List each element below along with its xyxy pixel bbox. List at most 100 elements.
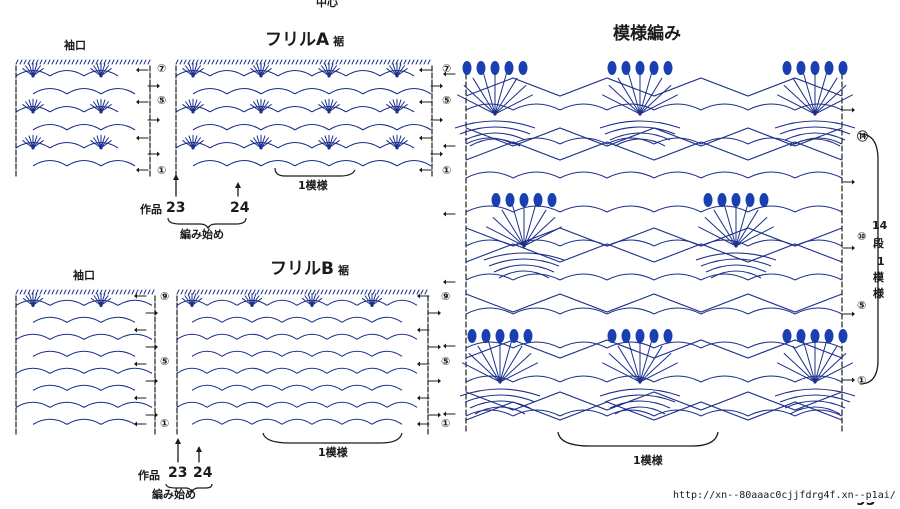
frill-b-main-arrow-head [438, 378, 441, 384]
fan-stitch [256, 135, 262, 149]
fan-stitch [639, 85, 672, 115]
frill-a-main-picot [387, 59, 391, 65]
frill-a-main-picot [295, 59, 299, 65]
pattern-wave-row [465, 391, 843, 411]
pattern-wave-row [465, 77, 843, 97]
fan-stitch [182, 68, 194, 77]
frill-a-main-net-arc [294, 123, 330, 131]
pattern-net-arc [512, 239, 561, 247]
fan-stitch [181, 297, 193, 306]
pattern-net-arc [512, 307, 561, 315]
frill-b-cuff-picot [67, 289, 71, 295]
frill-a-main-net-arc [192, 123, 228, 131]
frill-a-main-picot [403, 59, 407, 65]
frill-a-main-picot [191, 59, 195, 65]
pattern-net-arc [653, 171, 702, 179]
frill-b-main-net-arc [356, 333, 388, 340]
frill-a-main-net-arc [192, 87, 228, 95]
pattern-net-arc [747, 205, 796, 213]
fan-stitch [396, 137, 405, 149]
frill-b-main-picot [368, 289, 372, 295]
fan-stitch [187, 293, 193, 306]
fan-base-dot [191, 110, 195, 114]
frill-b-main-net-arc [326, 299, 358, 306]
frill-b-cuff-picot [103, 289, 107, 295]
fan-stitch [253, 137, 262, 149]
frill-b-main-picot [308, 289, 312, 295]
frill-a-start-24: 24 [230, 200, 250, 216]
frill-b-main-net-arc [281, 418, 313, 425]
frill-a-main-picot [199, 59, 203, 65]
fan-stitch [184, 295, 193, 306]
pattern-net-arc [794, 137, 843, 145]
fan-stitch [25, 295, 34, 306]
fan-stitch [361, 297, 373, 306]
pattern-shell-arc [779, 126, 851, 135]
fan-stitch [389, 137, 398, 149]
frill-a-main-picot [367, 59, 371, 65]
fan-stitch [32, 297, 44, 306]
frill-a-main-picot [183, 59, 187, 65]
frill-a-cuff-picot [47, 59, 51, 65]
frill-b-main-net-arc [296, 333, 328, 340]
frill-b-cuff-net-arc [15, 367, 51, 374]
popcorn-stitch [635, 329, 645, 343]
fan-stitch [386, 140, 398, 149]
fan-stitch [321, 65, 330, 77]
pattern-wave-row [465, 141, 843, 161]
frill-b-cuff-net-arc [117, 299, 153, 306]
fan-stitch [523, 226, 562, 247]
frill-b-row-9-right: ⑨ [441, 290, 451, 303]
frill-a-cuff-picot [59, 59, 63, 65]
frill-a-cuff-net-arc [49, 105, 85, 113]
pattern-shell-arc [700, 258, 772, 267]
popcorn-stitch [462, 61, 472, 75]
frill-b-main-picot [276, 289, 280, 295]
frill-b-cuff-picot [115, 289, 119, 295]
frill-b-main-net-arc [311, 316, 343, 323]
pattern-net-arc [606, 171, 655, 179]
pattern-side-14: 14 [872, 219, 888, 232]
frill-a-main-picot [343, 59, 347, 65]
frill-b-cuff-label: 袖口 [73, 269, 95, 282]
frill-b-cuff-net-arc [32, 350, 68, 357]
frill-b-main-picot [232, 289, 236, 295]
fan-stitch [251, 297, 263, 306]
fan-base-dot [395, 110, 399, 114]
frill-b-cuff-net-arc [32, 316, 68, 323]
pattern-net-arc [747, 273, 796, 281]
fan-base-dot [395, 74, 399, 78]
fan-stitch [803, 341, 816, 383]
fan-stitch [396, 101, 405, 113]
frill-b-cuff-picot [111, 289, 115, 295]
frill-a-main-picot [211, 59, 215, 65]
fan-base-dot [813, 112, 817, 116]
frill-a-main-picot [275, 59, 279, 65]
fan-stitch [260, 101, 269, 113]
fan-stitch [523, 217, 556, 247]
pattern-row-5: ⑤ [857, 299, 867, 312]
pattern-shell-arc [784, 132, 846, 141]
fan-stitch [96, 99, 102, 113]
frill-a-main-picot [323, 59, 327, 65]
frill-b-main-picot [240, 289, 244, 295]
frill-b-main-picot [212, 289, 216, 295]
fan-stitch [324, 63, 330, 77]
fan-stitch [256, 99, 262, 113]
frill-b-cuff-picot [151, 289, 155, 295]
frill-b-main-picot [404, 289, 408, 295]
frill-a-cuff-picot [71, 59, 75, 65]
fan-stitch [328, 140, 340, 149]
frill-b-main-picot [256, 289, 260, 295]
frill-a-main-net-arc [260, 87, 296, 95]
pattern-net-arc [559, 103, 608, 111]
frill-a-main-picot [203, 59, 207, 65]
pattern-shell-arc [599, 388, 681, 397]
pattern-row-arrow-head [443, 211, 446, 217]
fan-stitch [472, 77, 496, 115]
fan-stitch [32, 140, 44, 149]
popcorn-stitch [649, 329, 659, 343]
fan-stitch [100, 140, 112, 149]
frill-a-main-net-arc [226, 87, 262, 95]
frill-b-main-net-arc [206, 299, 238, 306]
